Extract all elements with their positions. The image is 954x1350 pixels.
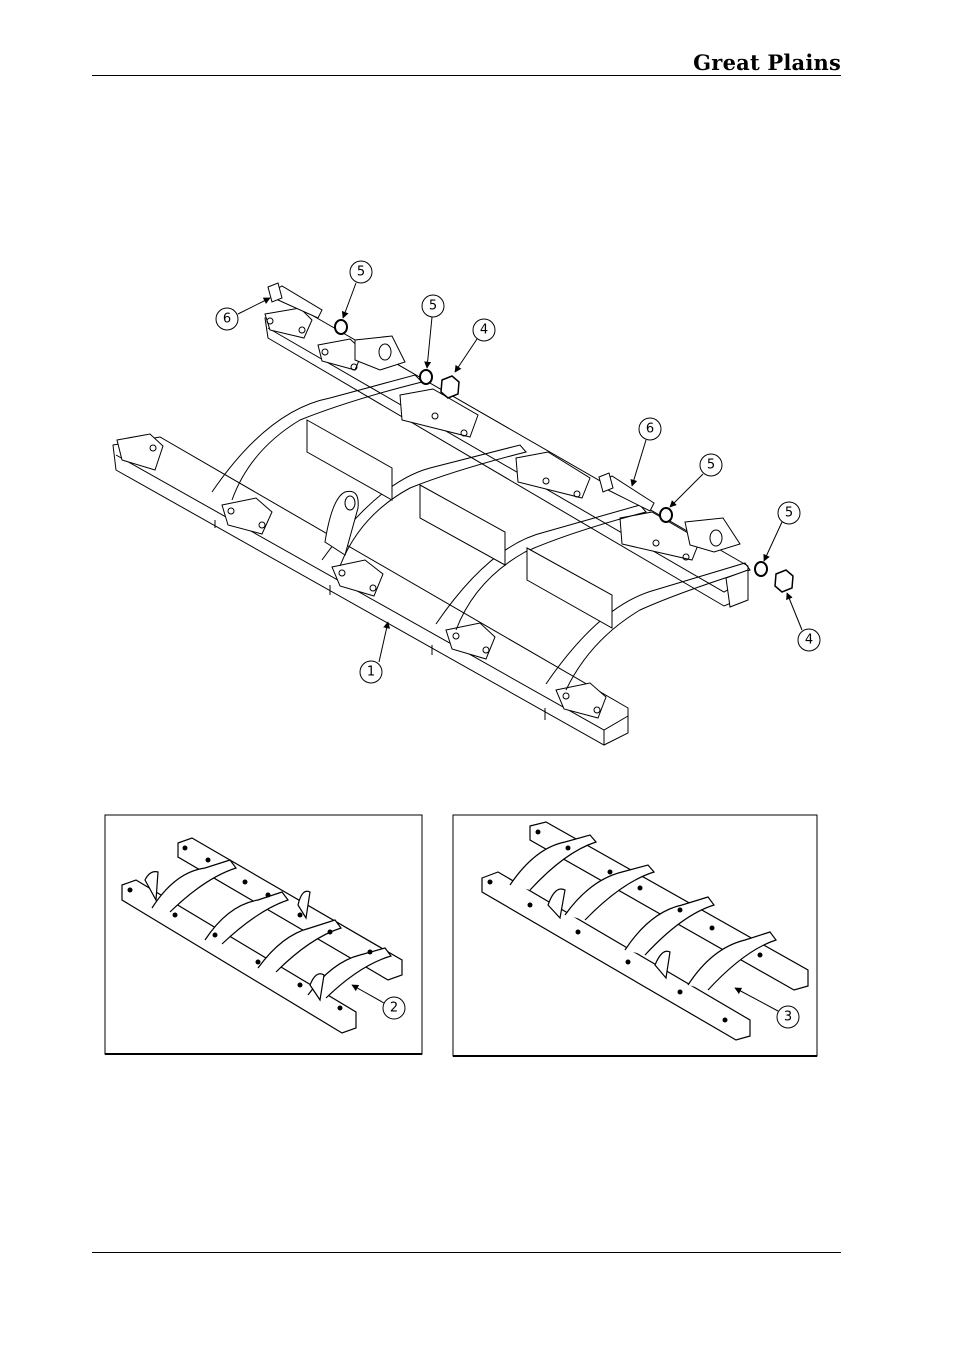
callout-4b: 4: [787, 593, 820, 651]
callout-3: 3: [784, 1010, 792, 1025]
callout-4a: 4: [455, 319, 495, 372]
callout-6b: 6: [632, 418, 661, 486]
callout-5a: 5: [343, 261, 372, 318]
callout-1: 1: [360, 622, 388, 683]
svg-text:6: 6: [646, 422, 654, 437]
callout-6a: 6: [216, 298, 270, 330]
svg-text:5: 5: [707, 458, 715, 473]
inset-right: 3: [453, 815, 817, 1056]
callout-5d: 5: [764, 502, 800, 561]
callout-5c: 5: [670, 454, 722, 507]
svg-text:6: 6: [223, 312, 231, 327]
svg-text:5: 5: [357, 265, 365, 280]
main-frame-drawing: [113, 283, 793, 745]
svg-text:1: 1: [367, 665, 375, 680]
svg-text:4: 4: [480, 323, 488, 338]
svg-text:5: 5: [429, 299, 437, 314]
svg-text:4: 4: [805, 633, 813, 648]
inset-left: 2: [105, 815, 422, 1054]
svg-text:5: 5: [785, 506, 793, 521]
callout-5b: 5: [422, 295, 444, 368]
callout-2: 2: [390, 1001, 398, 1016]
